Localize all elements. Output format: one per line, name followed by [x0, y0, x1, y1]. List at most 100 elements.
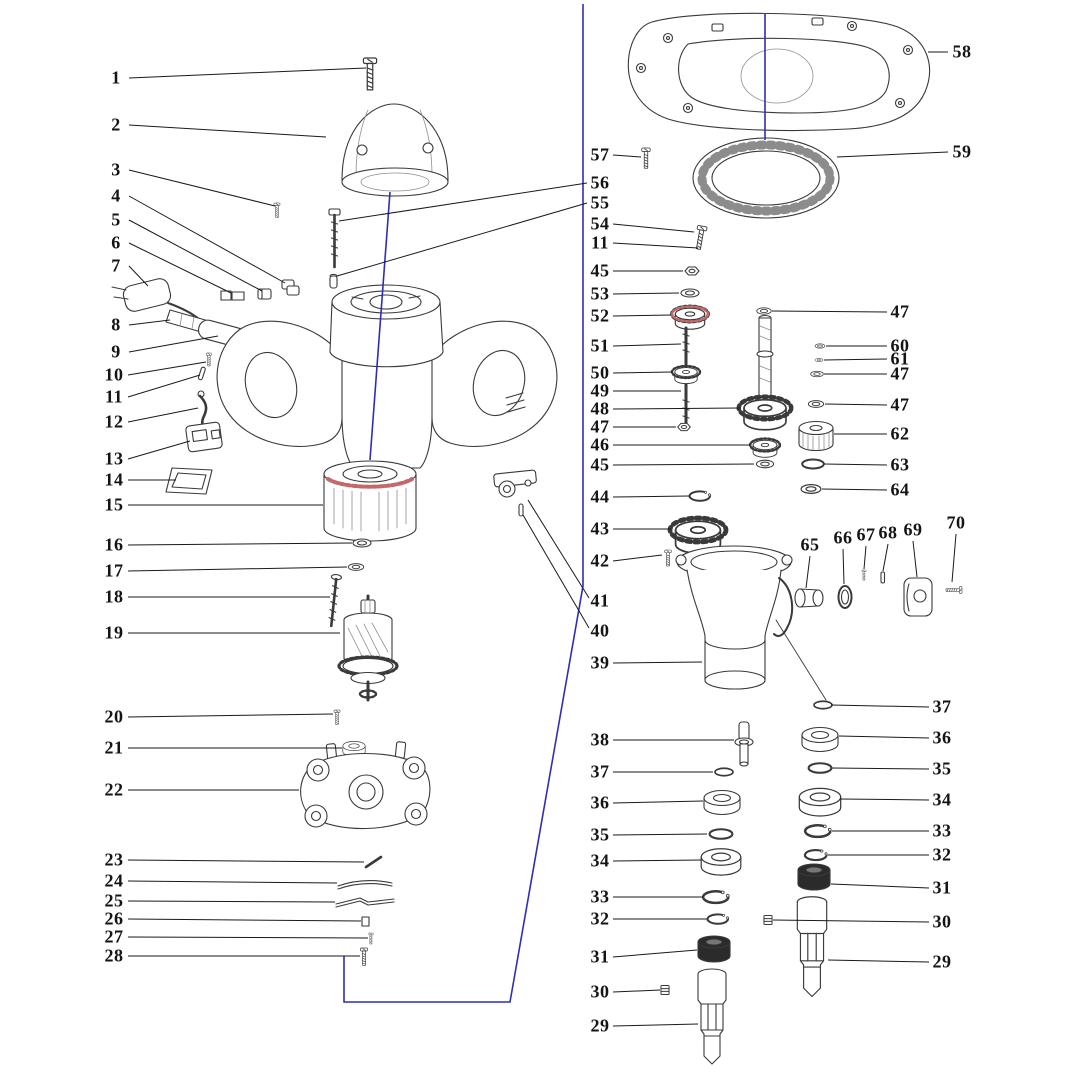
- switch-part: [185, 421, 223, 453]
- terminal-screw-part: [206, 352, 212, 367]
- leader-line: [821, 488, 888, 491]
- setscrew-30a-part: [660, 985, 670, 995]
- intermediate-shaft-part: [670, 326, 702, 426]
- leader-line: [612, 495, 690, 498]
- screw-70-part: [945, 586, 963, 594]
- bearing-34b-part: [798, 787, 842, 817]
- leader-line: [831, 767, 930, 770]
- brush-clip-part: [281, 279, 300, 296]
- leader-line: [127, 361, 207, 376]
- leader-lines: [127, 51, 957, 1027]
- motor-housing-part: [216, 284, 558, 469]
- clamp-ring-part: [692, 137, 840, 219]
- leaf-spring-25-part: [335, 897, 395, 908]
- oring-37b-part: [813, 700, 833, 710]
- oring-66-part: [837, 585, 853, 609]
- bearing-36b-part: [801, 726, 839, 753]
- gasket-part: [165, 467, 213, 495]
- screw-42-part: [664, 549, 672, 567]
- leader-line: [128, 335, 219, 353]
- valve-shaft-38-part: [734, 721, 754, 767]
- leader-line: [522, 514, 590, 629]
- leader-line: [127, 407, 199, 423]
- leader-line: [823, 463, 888, 466]
- leader-line: [128, 319, 171, 326]
- small-screw-part: [273, 202, 281, 218]
- leader-line: [882, 543, 889, 572]
- bushing-31b-part: [797, 863, 831, 891]
- cap-69-part: [903, 577, 933, 617]
- pin-68-part: [880, 571, 886, 584]
- leader-line: [805, 555, 811, 589]
- setscrew-30b-part: [763, 915, 773, 925]
- leader-line: [127, 880, 338, 884]
- assembly-guide-line: [369, 191, 391, 461]
- leader-line: [830, 883, 930, 889]
- leader-line: [612, 989, 661, 993]
- screw-27-part: [368, 932, 374, 945]
- circlip-32b-part: [803, 848, 829, 862]
- oring-63-part: [801, 458, 825, 470]
- brush-holder-part: [220, 290, 245, 301]
- leader-line: [127, 900, 336, 903]
- leader-line: [827, 959, 930, 963]
- washer-61-part: [814, 357, 824, 363]
- oring-35a-part: [708, 828, 734, 840]
- leader-line: [127, 542, 353, 546]
- roll-pin-part: [364, 855, 383, 869]
- washer-16-part: [352, 538, 372, 548]
- washer-53-part: [680, 288, 700, 298]
- power-plug-part: [111, 278, 201, 321]
- cap-screw-part: [362, 57, 378, 91]
- screw-28-part: [360, 947, 368, 966]
- leader-line: [612, 154, 642, 158]
- leader-line: [824, 403, 888, 406]
- bearing-bracket-part: [300, 741, 431, 830]
- washer-47b-part: [810, 370, 824, 378]
- screw-67-part: [861, 569, 867, 581]
- circlip-32a-part: [706, 913, 730, 925]
- leader-line: [612, 314, 672, 317]
- armature-part: [337, 594, 399, 702]
- leader-line: [127, 936, 369, 939]
- leader-line: [912, 540, 918, 578]
- leader-line: [612, 833, 708, 836]
- leader-line: [612, 949, 698, 958]
- pin-40-part: [518, 503, 524, 517]
- leader-line: [771, 310, 888, 313]
- leader-line: [127, 859, 365, 863]
- leader-line: [612, 343, 682, 347]
- hex-nut-45-part: [684, 266, 700, 276]
- leader-line: [612, 223, 695, 233]
- top-cover-frame-part: [627, 12, 931, 132]
- circlip-33b-part: [803, 823, 833, 839]
- spindle-29a-part: [697, 968, 727, 1065]
- leader-line: [128, 265, 149, 287]
- plate-screw-part: [333, 709, 341, 725]
- ring-screw-part: [693, 224, 708, 251]
- leader-line: [863, 545, 867, 570]
- leader-line: [128, 169, 276, 207]
- leader-line: [839, 798, 930, 801]
- pin-part: [197, 366, 206, 381]
- cap-65-part: [794, 588, 824, 608]
- leader-line: [612, 407, 741, 410]
- dowel-pin-part: [329, 273, 338, 289]
- circlip-33a-part: [701, 889, 731, 905]
- leader-line: [612, 800, 704, 804]
- washer-47c-part: [807, 400, 825, 408]
- knurled-gear-62-part: [798, 420, 834, 452]
- cover-screw-part: [641, 147, 651, 169]
- leader-line: [951, 533, 957, 583]
- gearbox-housing-part: [675, 545, 827, 701]
- leader-line: [612, 371, 673, 374]
- washer-64-part: [800, 483, 822, 495]
- leader-line: [842, 548, 845, 585]
- oring-35b-part: [807, 762, 833, 774]
- leader-line: [127, 566, 348, 572]
- leader-line: [127, 374, 201, 398]
- leader-line: [527, 499, 590, 599]
- leader-line: [612, 292, 680, 295]
